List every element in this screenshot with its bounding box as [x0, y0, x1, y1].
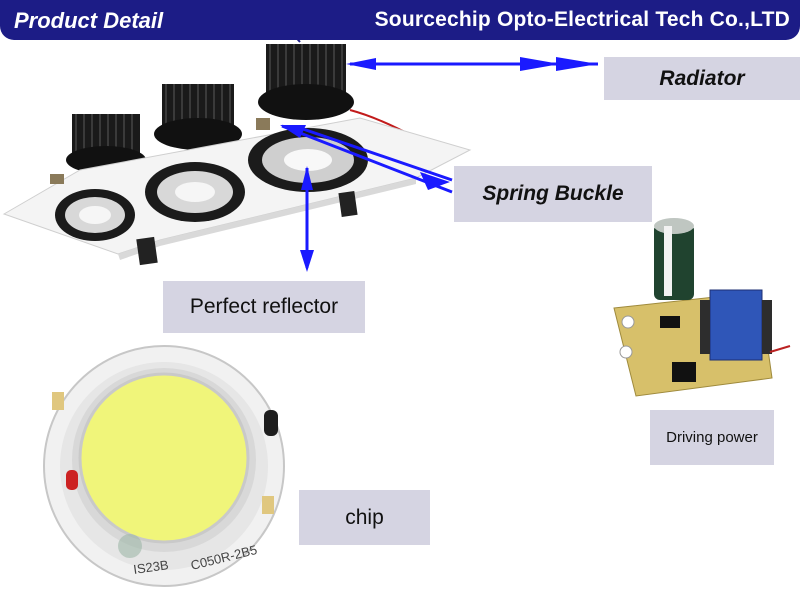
- reflector-cup-right: [248, 128, 368, 192]
- heatsink-right: [258, 44, 354, 120]
- reflector-cup-left: [55, 189, 135, 241]
- header-banner: Product Detail Sourcechip Opto-Electrica…: [0, 0, 800, 40]
- chip-label: chip: [299, 490, 430, 545]
- page-title: Product Detail: [14, 8, 164, 33]
- downlight-fixture-image: [2, 44, 472, 266]
- company-name: Sourcechip Opto-Electrical Tech Co.,LTD: [374, 8, 790, 31]
- driver-board-image: [613, 218, 791, 397]
- cob-chip-image: IS23B C050R-2B5: [43, 345, 285, 587]
- radiator-label: Radiator: [604, 57, 800, 100]
- heatsink-middle: [154, 84, 242, 150]
- spring-buckle-label: Spring Buckle: [454, 166, 652, 222]
- svg-text:IS23B: IS23B: [132, 557, 169, 577]
- arrow-radiator: [346, 57, 598, 71]
- banner-divider: [261, 0, 301, 43]
- arrow-reflector: [300, 166, 314, 272]
- arrow-spring-buckle: [280, 124, 453, 194]
- perfect-reflector-label: Perfect reflector: [163, 281, 365, 333]
- driving-power-label: Driving power: [650, 410, 774, 465]
- reflector-cup-middle: [145, 162, 245, 222]
